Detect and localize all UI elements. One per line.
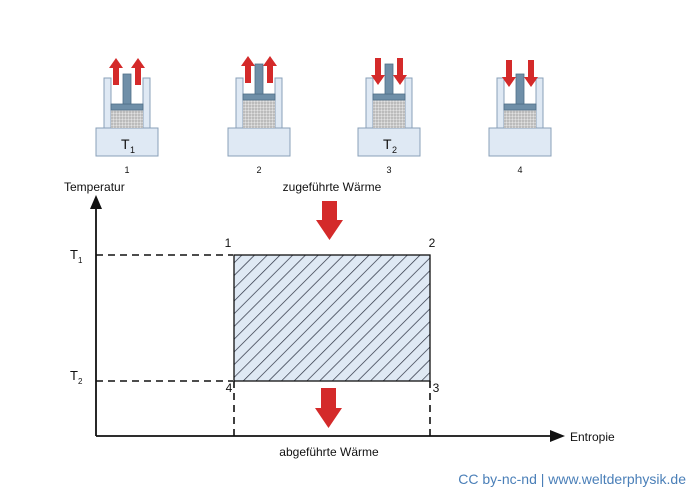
t1-label: T [70, 247, 78, 262]
carnot-cycle-area [233, 254, 431, 382]
arrow-up-icon [263, 56, 277, 83]
heat-in-arrow-icon [316, 201, 343, 240]
y-axis-arrow-icon [90, 195, 102, 209]
arrow-down-icon [393, 58, 407, 85]
piston-temp-label: T [121, 136, 130, 152]
piston-1: T 1 1 [95, 58, 159, 175]
y-axis-label: Temperatur [64, 180, 125, 194]
corner-label-4: 4 [226, 381, 233, 395]
heat-out-label: abgeführte Wärme [279, 445, 379, 459]
t1-subscript: 1 [78, 256, 83, 265]
arrow-up-icon [241, 56, 255, 83]
piston-temp-subscript: 2 [392, 145, 397, 155]
x-axis-arrow-icon [550, 430, 565, 442]
arrow-down-icon [524, 60, 538, 87]
t2-label: T [70, 368, 78, 383]
piston-step-number: 4 [517, 165, 522, 175]
corner-label-1: 1 [225, 236, 232, 250]
piston-step-number: 1 [124, 165, 129, 175]
arrow-down-icon [502, 60, 516, 87]
corner-label-3: 3 [433, 381, 440, 395]
t2-subscript: 2 [78, 377, 83, 386]
heat-out-arrow-icon [315, 388, 342, 428]
heat-in-label: zugeführte Wärme [283, 180, 382, 194]
corner-label-2: 2 [429, 236, 436, 250]
arrow-up-icon [131, 58, 145, 85]
piston-step-number: 3 [386, 165, 391, 175]
piston-3: T 2 3 [357, 58, 421, 175]
arrow-up-icon [109, 58, 123, 85]
credit-link[interactable]: CC by-nc-nd | www.weltderphysik.de [458, 471, 686, 487]
piston-4: 4 [488, 60, 552, 175]
arrow-down-icon [371, 58, 385, 85]
x-axis-label: Entropie [570, 430, 615, 444]
piston-temp-subscript: 1 [130, 145, 135, 155]
piston-step-number: 2 [256, 165, 261, 175]
piston-temp-label: T [383, 136, 392, 152]
piston-2: 2 [227, 56, 291, 175]
